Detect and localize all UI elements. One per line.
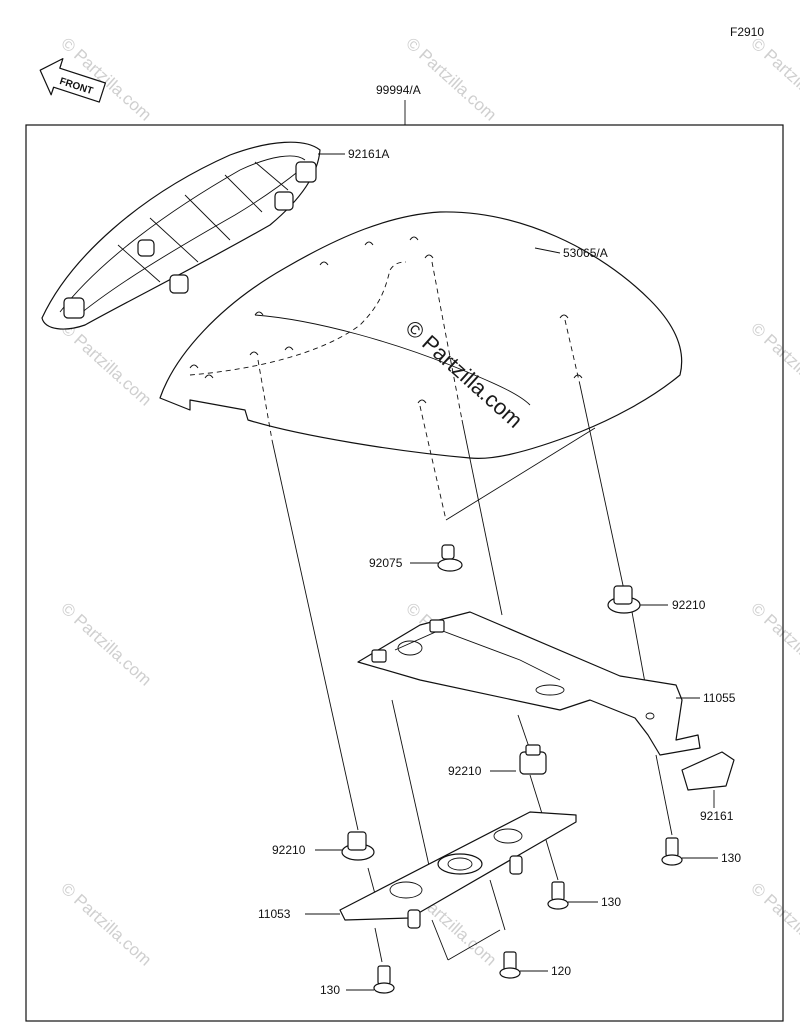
part-label-53065A: 53065/A — [563, 246, 608, 260]
part-label-92210-middle: 92210 — [448, 764, 482, 778]
seat-cover-shell-part — [159, 211, 683, 459]
part-label-130-middle: 130 — [601, 895, 621, 909]
part-label-130-right: 130 — [721, 851, 741, 865]
mounting-pin — [63, 161, 317, 319]
watermark: © Partzilla.com — [402, 34, 500, 125]
part-label-11055: 11055 — [703, 691, 736, 705]
assembly-frame — [25, 124, 784, 1022]
bolt-130-middle-part — [547, 881, 569, 910]
bolt-120-part — [499, 951, 521, 979]
nut-92210-middle-part — [519, 744, 547, 775]
nut-92210-left-part — [341, 831, 375, 861]
watermark: © Partzilla.com — [747, 879, 800, 970]
watermark-tiles: © Partzilla.com © Partzilla.com © Partzi… — [57, 34, 800, 970]
seat-cover-frame-part — [41, 141, 321, 330]
bolt-130-right-part — [661, 837, 683, 866]
watermark: © Partzilla.com — [57, 879, 155, 970]
part-label-92161A: 92161A — [348, 147, 389, 161]
part-label-92210-left: 92210 — [272, 843, 306, 857]
part-label-11053: 11053 — [258, 907, 291, 921]
bolt-130-bottom-part — [373, 965, 395, 994]
leader-53065A — [534, 247, 561, 254]
bracket-11055-part — [357, 611, 701, 756]
front-arrow-icon: FRONT — [39, 58, 107, 103]
cushion-92161-part — [681, 751, 735, 791]
part-label-92210-upper: 92210 — [672, 598, 706, 612]
watermark: © Partzilla.com — [747, 319, 800, 410]
part-label-92161: 92161 — [700, 809, 734, 823]
part-label-92075: 92075 — [369, 556, 403, 570]
bracket-11053-part — [339, 811, 577, 929]
assembly-label: 99994/A — [376, 83, 421, 97]
watermark: © Partzilla.com — [747, 34, 800, 125]
watermark: © Partzilla.com — [57, 319, 155, 410]
watermark: © Partzilla.com — [747, 599, 800, 690]
part-label-130-bottom: 130 — [320, 983, 340, 997]
figure-code: F2910 — [730, 25, 764, 39]
part-label-120: 120 — [551, 964, 571, 978]
connection-lines — [257, 261, 673, 963]
nut-92210-upper-part — [607, 585, 641, 614]
clip-92075-part — [437, 544, 463, 572]
watermark: © Partzilla.com — [57, 599, 155, 690]
